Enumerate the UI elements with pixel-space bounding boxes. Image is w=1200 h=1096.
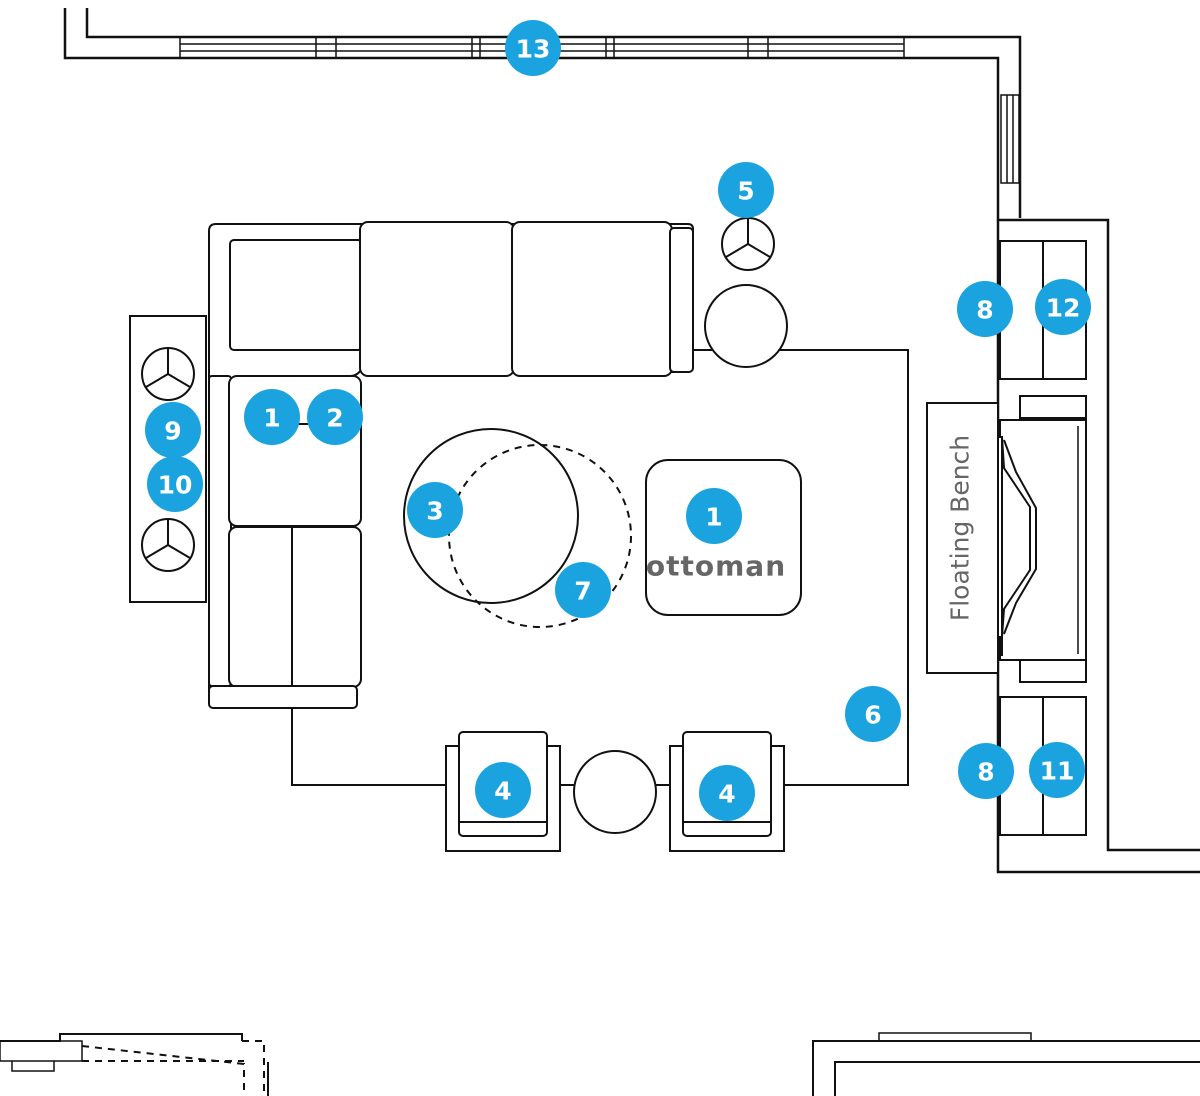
right-window [1000,94,1020,184]
marker-circle [718,162,774,218]
floating-bench [926,402,999,674]
marker-label: 1 [705,503,722,532]
marker-m5: 5 [718,162,774,218]
sectional-sofa [208,221,694,709]
marker-label: 3 [426,497,443,526]
marker-m8-bottom: 8 [958,743,1014,799]
marker-m10: 10 [147,456,203,512]
lamp-icon [141,518,195,572]
marker-circle [407,482,463,538]
floating-bench-label: Floating Bench [946,435,975,621]
marker-m8-top: 8 [957,281,1013,337]
marker-m1-ottoman: 1 [686,488,742,544]
floor-lamp [721,217,775,271]
marker-circle [555,562,611,618]
marker-label: 6 [864,701,881,730]
marker-label: 11 [1040,757,1075,786]
marker-m9: 9 [145,402,201,458]
marker-circle [686,488,742,544]
marker-circle [307,389,363,445]
marker-circle [147,456,203,512]
lamp-icon [141,347,195,401]
marker-circle [1029,742,1085,798]
rug [291,349,909,786]
marker-label: 4 [494,777,511,806]
fireplace [985,395,1087,683]
side-table-bottom [573,750,657,834]
marker-m13: 13 [505,20,561,76]
marker-m7: 7 [555,562,611,618]
coffee-table [403,428,579,604]
console-table [129,315,207,603]
marker-label: 1 [263,404,280,433]
ottoman-label: ottoman [646,550,786,583]
marker-label: 9 [164,417,181,446]
marker-label: 8 [976,296,993,325]
marker-m2: 2 [307,389,363,445]
marker-circle [1035,279,1091,335]
marker-label: 8 [977,758,994,787]
pendant-light-outline [448,444,632,628]
marker-label: 4 [718,780,735,809]
marker-circle [505,20,561,76]
marker-m12: 12 [1035,279,1091,335]
marker-circle [958,743,1014,799]
marker-circle [475,762,531,818]
marker-circle [699,765,755,821]
side-table-top [704,284,788,368]
marker-label: 5 [737,177,754,206]
marker-m3: 3 [407,482,463,538]
lower-room-right [812,1032,1200,1096]
lower-room-left [0,1033,269,1096]
marker-m4-right: 4 [699,765,755,821]
marker-label: 7 [574,577,591,606]
marker-m1-sofa: 1 [244,389,300,445]
marker-label: 12 [1046,294,1081,323]
marker-label: 13 [516,35,551,64]
marker-m11: 11 [1029,742,1085,798]
marker-m4-left: 4 [475,762,531,818]
marker-label: 2 [326,404,343,433]
marker-circle [957,281,1013,337]
marker-circle [145,402,201,458]
marker-label: 10 [158,471,193,500]
marker-circle [244,389,300,445]
marker-circle [845,686,901,742]
marker-m6: 6 [845,686,901,742]
